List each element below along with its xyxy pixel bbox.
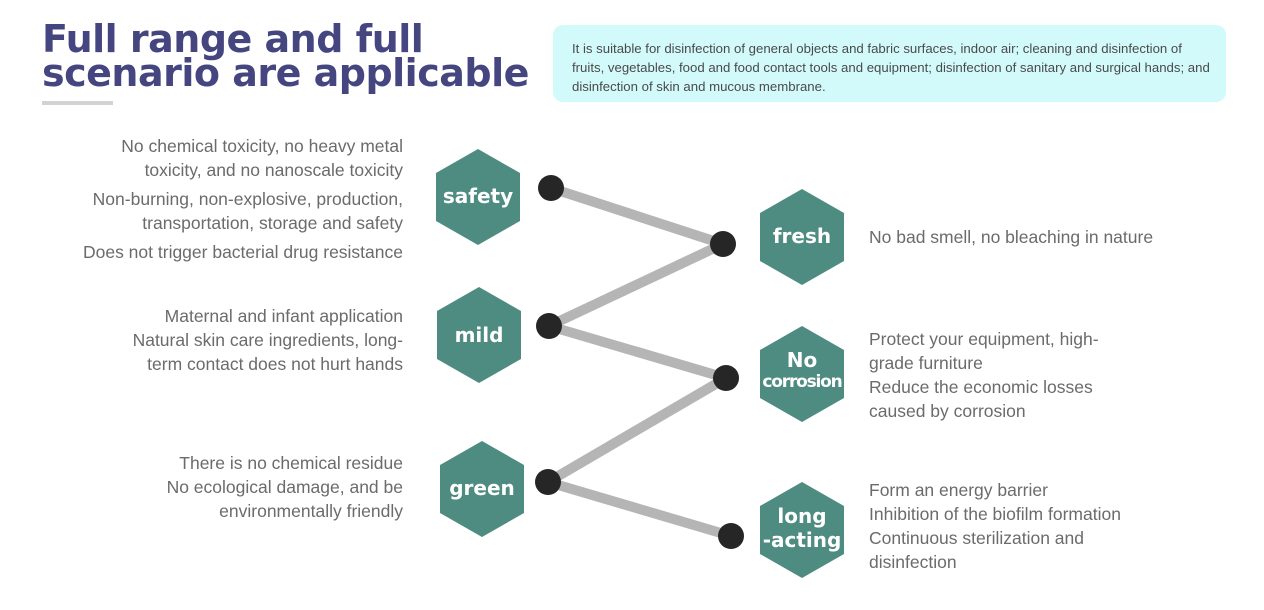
label-text-line-2: -acting (762, 528, 842, 552)
page-title: Full range and full scenario are applica… (42, 17, 529, 95)
description-text: It is suitable for disinfection of gener… (572, 41, 1210, 94)
label-text: safety (442, 184, 514, 208)
description-line: environmentally friendly (219, 501, 403, 521)
long-acting-description: Form an energy barrier Inhibition of the… (869, 478, 1121, 574)
description-line: transportation, storage and safety (142, 213, 403, 233)
label-text: mild (454, 323, 504, 347)
hexagons (436, 149, 844, 578)
hexagon-no-corrosion (760, 326, 844, 422)
label-text-line-1: No (786, 348, 818, 372)
mild-description: Maternal and infant application Natural … (133, 304, 403, 376)
hexagon-label-green: green (432, 475, 532, 501)
node-mild (536, 313, 562, 339)
description-line: No bad smell, no bleaching in nature (869, 227, 1154, 247)
green-description: There is no chemical residue No ecologic… (167, 451, 403, 523)
description-line: Does not trigger bacterial drug resistan… (82, 242, 403, 262)
connector-mild-nocorrosion (547, 321, 728, 383)
description-line: term contact does not hurt hands (147, 354, 403, 374)
title-line-1: Full range and full (42, 17, 424, 61)
hexagon-label-long-acting: long -acting (752, 504, 852, 552)
description-line: Inhibition of the biofilm formation (869, 504, 1121, 524)
safety-description: No chemical toxicity, no heavy metal tox… (83, 134, 403, 264)
connector-green-longacting (546, 477, 733, 541)
hexagon-safety (436, 149, 520, 245)
description-line: Form an energy barrier (869, 480, 1048, 500)
description-line: Maternal and infant application (164, 306, 403, 326)
description-line: Continuous sterilization and (869, 528, 1084, 548)
description-line: Natural skin care ingredients, long- (132, 330, 403, 350)
title-underline (42, 101, 113, 105)
description-line: No chemical toxicity, no heavy metal (121, 136, 403, 156)
description-line: No ecological damage, and be (166, 477, 403, 497)
hexagon-mild (437, 287, 521, 383)
hexagon-green (440, 441, 524, 537)
hexagon-label-fresh: fresh (752, 223, 852, 249)
description-line: Protect your equipment, high- (869, 329, 1099, 349)
description-line: Reduce the economic losses (869, 377, 1093, 397)
nodes (535, 175, 744, 549)
connector-fresh-mild (546, 239, 726, 331)
description-line: There is no chemical residue (179, 453, 403, 473)
hexagon-label-safety: safety (428, 183, 528, 209)
node-longacting (718, 523, 744, 549)
hexagon-fresh (760, 189, 844, 285)
hexagon-label-mild: mild (429, 322, 529, 348)
description-line: Non-burning, non-explosive, production, (92, 189, 403, 209)
hexagon-long-acting (760, 482, 844, 578)
label-text-line-1: long (777, 504, 827, 528)
hexagon-label-no-corrosion: No corrosion (752, 349, 852, 393)
label-text: green (449, 476, 515, 500)
title-line-2: scenario are applicable (42, 51, 529, 95)
fresh-description: No bad smell, no bleaching in nature (869, 225, 1153, 249)
label-text-line-2: corrosion (762, 372, 842, 392)
node-green (535, 469, 561, 495)
connectors (545, 183, 733, 541)
description-line: grade furniture (869, 353, 983, 373)
node-fresh (710, 231, 736, 257)
description-line: toxicity, and no nanoscale toxicity (144, 160, 403, 180)
node-safety (538, 175, 564, 201)
description-line: caused by corrosion (869, 401, 1026, 421)
node-nocorrosion (713, 365, 739, 391)
no-corrosion-description: Protect your equipment, high- grade furn… (869, 327, 1099, 423)
connector-safety-fresh (549, 183, 725, 249)
label-text: fresh (772, 224, 832, 248)
connector-nocorrosion-green (545, 373, 729, 487)
description-box: It is suitable for disinfection of gener… (553, 25, 1226, 102)
description-line: disinfection (869, 552, 957, 572)
